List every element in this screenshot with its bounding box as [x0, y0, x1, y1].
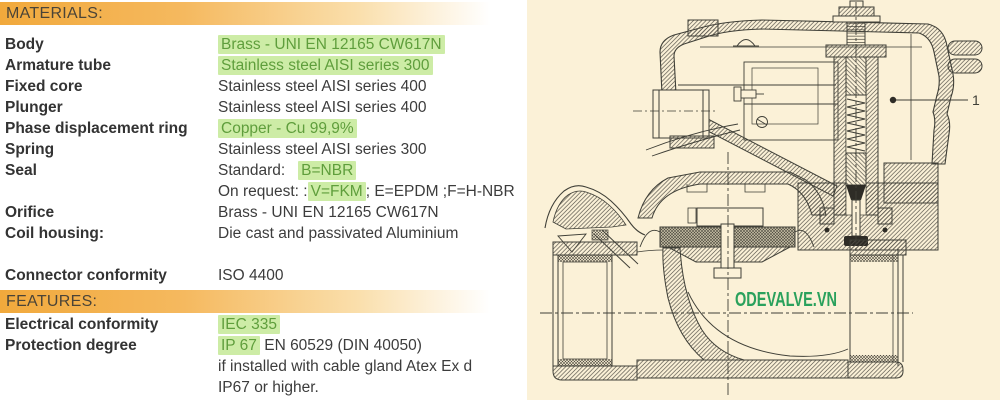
spec-label	[0, 377, 218, 398]
spec-row: IP67 or higher.	[0, 377, 527, 398]
spec-label: Armature tube	[5, 57, 111, 74]
spec-row: if installed with cable gland Atex Ex d	[0, 356, 527, 377]
drawing-panel: 1 ODEVALVE.VN	[527, 0, 1000, 400]
highlighted-spec-text: B=NBR	[298, 161, 357, 180]
highlighted-spec-text: Stainless steel AISI series 300	[218, 56, 433, 75]
spec-label	[0, 181, 218, 202]
bonnet	[544, 171, 827, 269]
spec-text: EN 60529 (DIN 40050)	[259, 337, 422, 354]
spec-row: Armature tube Stainless steel AISI series…	[0, 55, 527, 76]
spec-label: Seal	[5, 162, 37, 179]
spec-row: Spring Stainless steel AISI series 300	[0, 139, 527, 160]
spec-row: Body Brass - UNI EN 12165 CW617N	[0, 34, 527, 55]
spec-text: Standard:	[218, 162, 299, 179]
spec-text: Stainless steel AISI series 400	[218, 78, 427, 95]
screw-head-icon	[756, 116, 768, 128]
screw-icon	[733, 86, 742, 102]
spec-label: Orifice	[5, 204, 55, 221]
spec-row: Phase displacement ring Copper - Cu 99,9%	[0, 118, 527, 139]
spec-label: Coil housing:	[5, 225, 105, 242]
cable-entry-boss	[633, 89, 718, 149]
spec-value: Brass - UNI EN 12165 CW617N	[218, 202, 527, 223]
lever-line	[645, 123, 739, 151]
spec-value: Standard: B=NBR	[218, 160, 527, 181]
spec-text: ; E=EPDM ;F=H-NBR	[365, 183, 515, 200]
spec-row: Plunger Stainless steel AISI series 400	[0, 97, 527, 118]
features-header: FEATURES:	[0, 290, 527, 313]
spec-row: Electrical conformity IEC 335	[0, 314, 527, 335]
right-port	[847, 239, 907, 379]
part-callout-1	[889, 96, 968, 104]
spec-label: Spring	[5, 141, 55, 158]
spec-value: IEC 335	[218, 314, 527, 335]
spec-value: Stainless steel AISI series 300	[218, 139, 527, 160]
spec-value: IP67 or higher.	[218, 377, 527, 398]
spec-value: if installed with cable gland Atex Ex d	[218, 356, 527, 377]
coil-block	[645, 34, 922, 160]
body-bottom-wall	[636, 359, 849, 379]
centerlines	[540, 2, 913, 396]
spec-value: Die cast and passivated Aluminium	[218, 223, 527, 244]
spec-text: IP67 or higher.	[218, 379, 319, 396]
spec-label: Body	[5, 36, 44, 53]
valve-body	[552, 239, 907, 381]
spec-value: Stainless steel AISI series 400	[218, 76, 527, 97]
spec-value: On request: :V=FKM; E=EPDM ;F=H-NBR	[218, 181, 527, 202]
spec-label	[0, 356, 218, 377]
spec-row: Fixed core Stainless steel AISI series 40…	[0, 76, 527, 97]
spec-label: Protection degree	[5, 337, 137, 354]
diaphragm	[639, 207, 815, 279]
spec-label: Electrical conformity	[5, 316, 159, 333]
callout-number: 1	[972, 92, 980, 108]
spec-text: Brass - UNI EN 12165 CW617N	[218, 204, 439, 221]
spec-value: Brass - UNI EN 12165 CW617N	[218, 34, 527, 55]
spec-text: On request: :	[218, 183, 308, 200]
highlighted-spec-text: Brass - UNI EN 12165 CW617N	[218, 35, 445, 54]
callout-dot-icon	[889, 96, 897, 104]
spec-value: Stainless steel AISI series 300	[218, 55, 527, 76]
spec-text: if installed with cable gland Atex Ex d	[218, 358, 473, 375]
housing-tab	[687, 19, 719, 37]
spec-text: ISO 4400	[218, 267, 284, 284]
spec-text: Stainless steel AISI series 300	[218, 141, 427, 158]
spec-text: Die cast and passivated Aluminium	[218, 225, 459, 242]
connector-pins	[947, 40, 983, 74]
valve-drawing-group	[540, 0, 983, 396]
spec-row: Seal Standard: B=NBR	[0, 160, 527, 181]
highlighted-spec-text: IEC 335	[218, 315, 281, 334]
spec-row: Coil housing: Die cast and passivated Alu…	[0, 223, 527, 244]
spec-label: Plunger	[5, 99, 63, 116]
body-web	[662, 247, 745, 361]
diaphragm-bolt	[720, 223, 735, 271]
spec-row: On request: :V=FKM; E=EPDM ;F=H-NBR	[0, 181, 527, 202]
spec-value: ISO 4400	[218, 265, 527, 286]
highlighted-spec-text: Copper - Cu 99,9%	[218, 119, 357, 138]
spec-value: Copper - Cu 99,9%	[218, 118, 527, 139]
spec-row: Connector conformity ISO 4400	[0, 265, 527, 286]
dome-plug-icon	[733, 39, 759, 47]
spec-text: Stainless steel AISI series 400	[218, 99, 427, 116]
spec-value: IP 67 EN 60529 (DIN 40050)	[218, 335, 527, 356]
highlighted-spec-text: IP 67	[218, 336, 260, 355]
spec-value: Stainless steel AISI series 400	[218, 97, 527, 118]
spec-label: Phase displacement ring	[5, 120, 188, 137]
top-nut	[832, 0, 881, 23]
spec-row-spacer	[0, 244, 527, 265]
left-port	[552, 241, 638, 381]
spec-row: Protection degree IP 67 EN 60529 (DIN 400…	[0, 335, 527, 356]
highlighted-spec-text: V=FKM	[307, 182, 366, 201]
spec-label: Fixed core	[5, 78, 83, 95]
spec-label: Connector conformity	[5, 267, 167, 284]
valve-cross-section-drawing: 1 ODEVALVE.VN	[527, 0, 1000, 400]
materials-header: MATERIALS:	[0, 2, 527, 25]
watermark-text: ODEVALVE.VN	[735, 289, 837, 311]
spec-row: Orifice Brass - UNI EN 12165 CW617N	[0, 202, 527, 223]
